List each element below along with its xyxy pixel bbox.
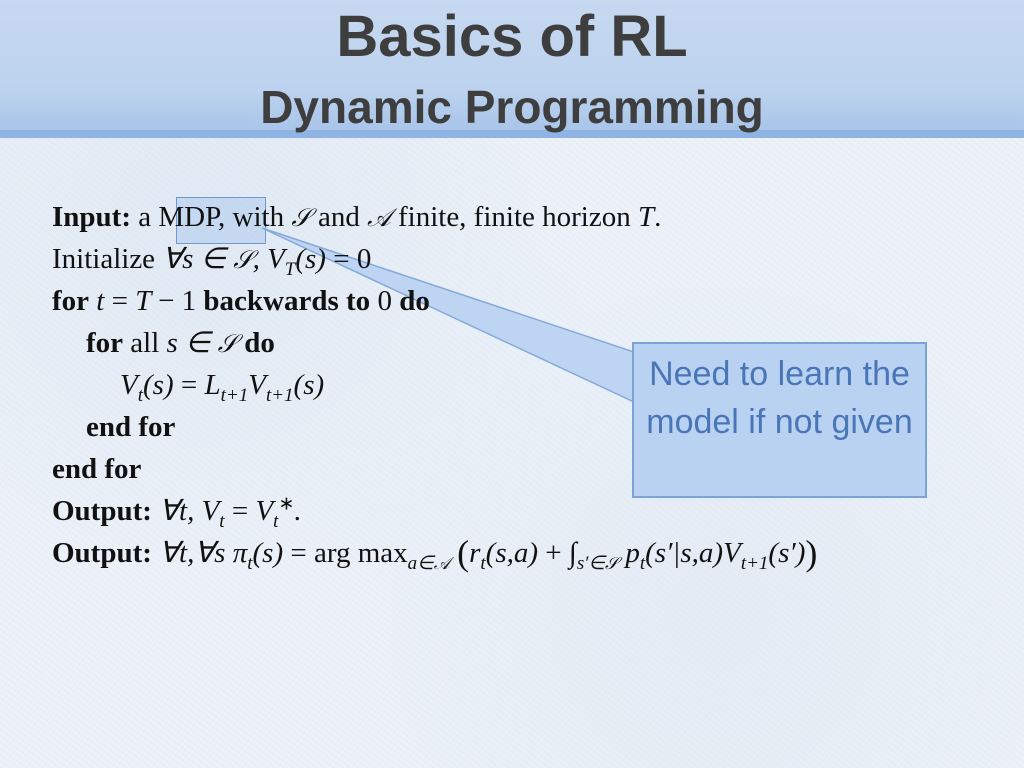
algo-line-for-s: for all s ∈ 𝒮 do <box>52 322 1024 364</box>
end-for-outer: end for <box>52 453 142 485</box>
slide-header-band <box>0 0 1024 138</box>
algo-line-input: Input: a MDP, with 𝒮 and 𝒜 finite, finit… <box>52 201 662 233</box>
algo-line-output-value: Output: ∀t, Vt = Vt∗. <box>52 490 1024 532</box>
initialize-text: Initialize <box>52 243 156 275</box>
state-set-formula: s ∈ 𝒮 <box>166 327 237 359</box>
output-label: Output: <box>52 495 152 527</box>
bellman-update-formula: Vt(s) = Lt+1Vt+1(s) <box>120 369 325 406</box>
policy-formula: ∀t,∀s πt(s) = arg maxa∈𝒜 (rt(s,a) + ∫s′∈… <box>159 533 818 574</box>
algo-line-update: Vt(s) = Lt+1Vt+1(s) <box>52 364 1024 406</box>
do-keyword: do <box>399 285 430 317</box>
callout-text: Need to learn the model if not given <box>646 355 913 441</box>
do-keyword-inner: do <box>244 327 275 359</box>
input-rest: finite, finite horizon <box>397 201 631 233</box>
horizon-symbol: T <box>637 201 655 233</box>
input-article: a <box>138 201 152 233</box>
init-formula: ∀s ∈ 𝒮, VT(s) = 0 <box>162 243 372 280</box>
end-for-inner: end for <box>86 411 176 443</box>
algo-line-output-policy: Output: ∀t,∀s πt(s) = arg maxa∈𝒜 (rt(s,a… <box>52 532 1024 574</box>
slide-subtitle: Dynamic Programming <box>260 81 764 133</box>
callout-note: Need to learn the model if not given <box>632 342 927 498</box>
input-label: Input: <box>52 201 131 233</box>
for-keyword: for <box>52 285 90 317</box>
loop-end-value: 0 <box>377 285 392 317</box>
output-value-formula: ∀t, Vt = Vt∗. <box>159 493 302 532</box>
all-text: all <box>130 327 160 359</box>
slide-title: Basics of RL <box>336 4 688 69</box>
for-keyword-inner: for <box>86 327 124 359</box>
algo-line-end-for-inner: end for <box>52 406 1024 448</box>
algo-line-end-for-outer: end for <box>52 448 1024 490</box>
loop-range-formula: t = T − 1 <box>96 285 197 317</box>
algo-line-initialize: Initialize ∀s ∈ 𝒮, VT(s) = 0 <box>52 238 1024 280</box>
mdp-term: MDP, <box>158 201 226 233</box>
algo-line-for-t: for t = T − 1 backwards to 0 do <box>52 280 1024 322</box>
mdp-highlight-box <box>176 197 266 244</box>
input-period: . <box>654 201 662 233</box>
input-and: and <box>317 201 360 233</box>
argmax-operator: arg max <box>313 537 408 569</box>
output-label-policy: Output: <box>52 537 152 569</box>
input-with: with <box>232 201 285 233</box>
backwards-keyword: backwards to <box>203 285 371 317</box>
algorithm-block: Input: a MDP, with 𝒮 and 𝒜 finite, finit… <box>52 196 1024 574</box>
